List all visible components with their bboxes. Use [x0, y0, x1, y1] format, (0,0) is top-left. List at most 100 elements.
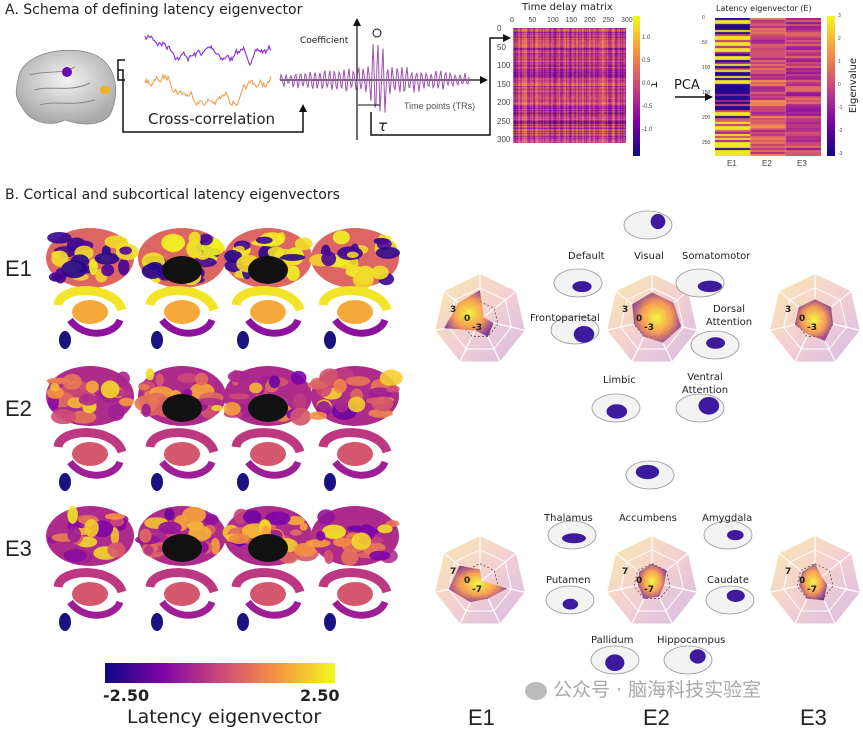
- caudate: [231, 568, 305, 594]
- wechat-icon: [525, 681, 547, 700]
- eigenvalue-colorbar-tick: -2: [838, 128, 843, 134]
- cortical-patch: [305, 539, 331, 548]
- colorbar-min-label: -2.50: [103, 686, 150, 705]
- cortical-patch: [228, 393, 250, 400]
- amygdala: [151, 613, 163, 631]
- region-label-pallidum: Pallidum: [591, 635, 634, 646]
- radar-grid-ring: [783, 549, 847, 612]
- tdm-colorbar-tick: 0.5: [642, 58, 651, 64]
- cortical-patch: [50, 382, 60, 392]
- thalamus: [72, 300, 108, 324]
- thalamus: [164, 582, 200, 606]
- cortical-patch: [110, 527, 120, 545]
- region-illustration: [675, 268, 725, 298]
- caudate: [318, 428, 392, 454]
- radar-tick-label: 3: [622, 305, 628, 315]
- cortical-patch: [249, 382, 263, 394]
- cross-correlation-curve: [279, 44, 470, 113]
- y-axis-arrow: [353, 18, 361, 26]
- radar-value-polygon: [444, 290, 494, 337]
- subcortical-surface-map: [231, 568, 305, 631]
- row-label-e2: E2: [5, 396, 32, 421]
- caudate: [318, 286, 392, 312]
- hippocampus: [159, 459, 216, 479]
- highlighted-region: [573, 325, 595, 343]
- cortical-patch: [46, 386, 64, 399]
- medial-wall: [248, 394, 288, 422]
- brain-outline: [663, 645, 713, 675]
- thalamus: [337, 442, 373, 466]
- hippocampus: [332, 459, 389, 479]
- cortical-patch: [315, 530, 326, 541]
- radar-grid-ring: [783, 287, 847, 350]
- caudate: [53, 568, 127, 594]
- cross-correlation-label: Cross-correlation: [148, 110, 276, 128]
- cortical-surface-map: [134, 366, 226, 426]
- subcortical-radar-e2: 70-7: [607, 536, 697, 624]
- radar-spoke: [479, 290, 517, 321]
- radar-tick-label: 0: [636, 576, 642, 586]
- tdm-y-tick: 0: [497, 24, 502, 33]
- cortical-patch: [333, 378, 347, 394]
- cortical-patch: [224, 249, 243, 263]
- time-points-label: Time points (TRs): [404, 101, 476, 111]
- cortical-patch: [198, 233, 213, 246]
- cortical-patch: [161, 233, 186, 252]
- highlighted-region: [572, 281, 592, 293]
- tdm-y-tick: 200: [497, 98, 511, 107]
- radar-zero-ring: [796, 563, 834, 599]
- hippocampus: [332, 317, 389, 337]
- region-label-caudate: Caudate: [707, 575, 749, 586]
- cortical-surface-map: [46, 366, 134, 426]
- seed-region-orange: [100, 86, 110, 94]
- radar-value-polygon: [448, 565, 508, 603]
- latency-y-tick: 150: [702, 90, 711, 96]
- hippocampus: [159, 317, 216, 337]
- cortical-patch: [347, 396, 366, 413]
- cortical-patch: [289, 529, 302, 536]
- hippocampus: [245, 317, 302, 337]
- cortical-patch: [89, 258, 98, 276]
- medial-wall: [248, 256, 288, 284]
- brain-schematic: [15, 49, 117, 125]
- cortical-patch: [379, 369, 403, 387]
- radar-tick-label: 7: [450, 567, 456, 577]
- radar-tick-label: 0: [799, 576, 805, 586]
- cortical-patch: [141, 403, 151, 418]
- cross-correlation-plot: [279, 18, 488, 140]
- amygdala: [237, 613, 249, 631]
- tdm-y-tick: 150: [497, 79, 511, 89]
- cortical-patch: [104, 235, 128, 249]
- cortical-patch: [333, 537, 352, 547]
- subcortical-surface-map: [231, 428, 305, 491]
- cortical-patch: [290, 370, 307, 385]
- cortical-patch: [293, 393, 307, 411]
- tdm-x-tick: 0: [510, 17, 514, 24]
- latency-y-tick: 250: [702, 140, 711, 146]
- cortical-patch: [211, 404, 223, 412]
- cortical-patch: [84, 518, 99, 537]
- radar-value-polygon: [794, 299, 833, 341]
- tdm-y-tick: 300: [497, 135, 511, 144]
- time-delay-matrix-title: Time delay matrix: [522, 2, 613, 13]
- flow-connectors: [117, 34, 511, 136]
- radar-tick-label: 7: [785, 567, 791, 577]
- column-label-e2: E2: [643, 705, 670, 730]
- highlighted-region: [726, 589, 745, 602]
- latency-matrix-title: Latency eigenvector (E): [716, 4, 812, 13]
- eigenvalue-colorbar-tick: 1: [838, 59, 841, 65]
- cortical-patch: [203, 513, 219, 526]
- cortical-radar-e1: 30-3: [435, 274, 525, 362]
- highlighted-region: [605, 654, 625, 672]
- pca-arrow: [675, 93, 713, 101]
- cortical-patch: [47, 231, 72, 244]
- cortical-patch: [286, 265, 300, 282]
- cortical-surface-map: [305, 506, 400, 566]
- radar-tick-label: 0: [636, 314, 642, 324]
- row-label-e1: E1: [5, 256, 32, 281]
- colorbar-max-label: 2.50: [300, 686, 340, 705]
- cortical-patch: [143, 545, 154, 556]
- region-illustration: [690, 330, 740, 360]
- caudate: [145, 428, 219, 454]
- tdm-colorbar-tick: -0.5: [642, 104, 653, 110]
